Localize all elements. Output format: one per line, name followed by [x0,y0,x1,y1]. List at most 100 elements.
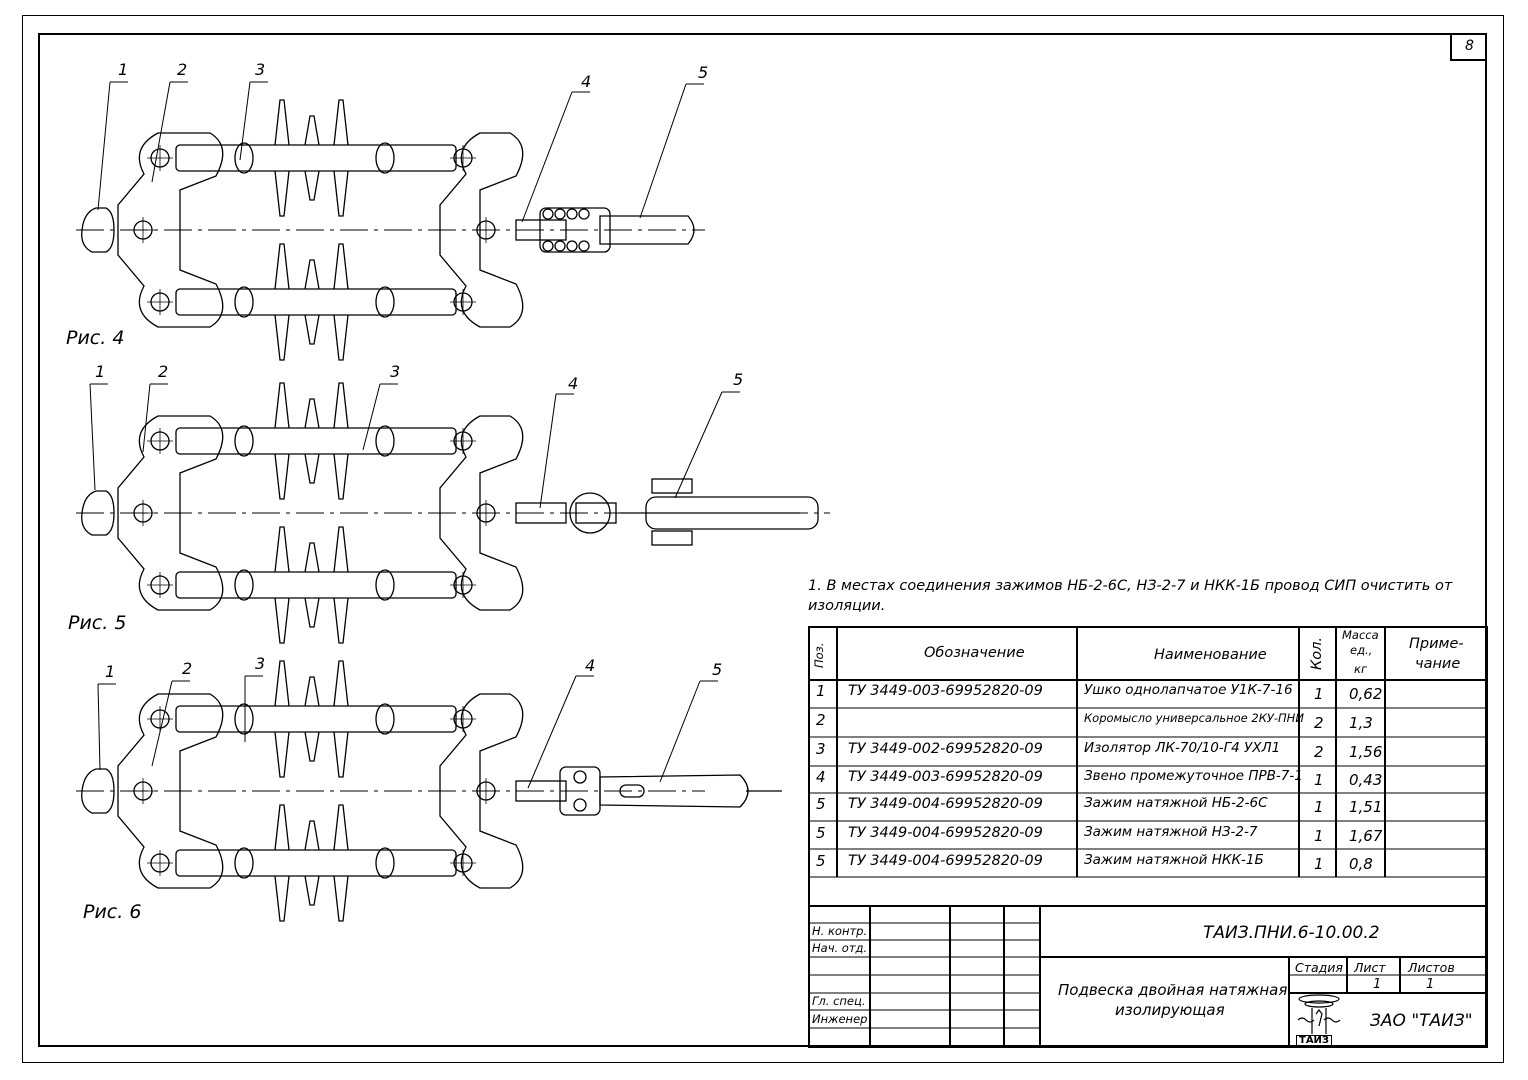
fig6-eye-fitting [81,768,115,814]
fig4-top-insulator-end-fitting [234,142,254,174]
spec-row-2-qty: 2 [1314,714,1324,732]
fig6-clamp-slot [619,784,645,798]
header-name: Наименование [1154,647,1267,663]
role-n-kontr: Н. контр. [812,924,868,938]
drawing-frame [38,33,1487,1047]
fig4-top-insulator-shed [274,99,290,217]
fig5-1-leader [89,383,96,491]
header-mass-3: кг [1354,662,1367,676]
header-designation: Обозначение [924,645,1025,661]
stage-label: Стадия [1295,960,1343,975]
fig6-clamp-bolt [573,770,587,784]
spec-row-4-mass: 0,43 [1349,771,1383,789]
fig6-label-4: 4 [585,656,596,675]
fig6-4-leader [527,675,577,789]
fig5-top-insulator-end-fitting [234,425,254,457]
figure-caption-4: Рис. 4 [66,327,125,349]
spec-row-6-qty: 1 [1314,827,1324,845]
spec-row-3-pos: 3 [816,740,826,758]
fig5-label-2: 2 [158,362,169,381]
fig4-bottom-insulator-shed [333,243,349,361]
title-line-2: изолирующая [1115,1001,1225,1019]
spec-row-1-pos: 1 [816,682,826,700]
fig5-eye-fitting [81,490,115,536]
spec-row-1-qty: 1 [1314,685,1324,703]
fig4-eye-fitting [81,207,115,253]
role-inzhener: Инженер [812,1012,868,1026]
header-mass-1: Масса [1342,628,1379,642]
fig4-3-leader [239,81,251,161]
fig6-bottom-insulator-shed [304,820,320,906]
fig4-clamp-body [539,207,611,253]
sheet-number: 8 [1450,33,1487,61]
fig6-5-leader [659,680,701,783]
spec-row-7-pos: 5 [816,852,826,870]
fig5-4-leader [539,393,557,509]
fig4-intermediate-link [515,219,567,241]
sheets-value: 1 [1426,977,1435,992]
fig6-clamp-body [599,774,749,808]
fig5-clamp-shackle [569,492,611,534]
sheets-label: Листов [1408,960,1455,975]
fig5-top-insulator-shed [274,382,290,500]
figure-caption-5: Рис. 5 [68,612,127,634]
fig4-2-leader [151,81,171,183]
fig4-clamp-tongue [599,215,695,245]
fig6-bottom-insulator-shed [274,804,290,922]
fig4-clamp-bolt [578,208,590,220]
taiz-logo-mark [1297,994,1341,1034]
fig5-2-leader [142,383,151,453]
fig4-clamp-bolt [578,240,590,252]
spec-row-5-name: Зажим натяжной НБ-2-6С [1084,795,1268,811]
spec-row-6-designation: ТУ 3449-004-69952820-09 [848,825,1043,841]
fig5-bottom-insulator-shed [274,526,290,644]
fig4-clamp-bolt [542,208,554,220]
role-nach-otd: Нач. отд. [812,941,868,955]
fig4-4-leader [521,91,573,223]
fig6-bottom-insulator-shed [333,804,349,922]
fig4-clamp-bolt [554,240,566,252]
fig5-yoke-plate [117,415,224,611]
fig4-top-insulator-shed [304,115,320,201]
fig4-clamp-bolt [566,208,578,220]
fig6-clamp-bolt [573,798,587,812]
fig5-label-1: 1 [95,362,106,381]
note-line-2: изоляции. [808,598,886,614]
logo-text: ТАИЗ [1296,1035,1333,1047]
fig4-yoke-plate [117,132,224,328]
header-qty: Кол. [1309,636,1325,670]
fig4-bottom-insulator-end-fitting [234,286,254,318]
spec-row-2-pos: 2 [816,711,826,729]
spec-row-4-pos: 4 [816,768,826,786]
fig4-bottom-insulator-shed [274,243,290,361]
fig4-label-4: 4 [581,72,592,91]
fig4-bottom-insulator-shed [304,259,320,345]
spec-row-5-pos: 5 [816,795,826,813]
fig5-top-insulator-shed [333,382,349,500]
fig4-top-insulator-end-fitting [375,142,395,174]
fig6-label-3: 3 [255,654,266,673]
fig5-bottom-insulator-shed [304,542,320,628]
note-line-1: 1. В местах соединения зажимов НБ-2-6С, … [808,578,1453,594]
fig4-top-insulator-shed [333,99,349,217]
spec-row-2-mass: 1,3 [1349,714,1373,732]
spec-row-1-name: Ушко однолапчатое У1К-7-16 [1084,682,1293,698]
fig5-top-insulator-shed [304,398,320,484]
fig6-yoke-plate [117,693,224,889]
doc-code: ТАИЗ.ПНИ.6-10.00.2 [1203,923,1380,943]
fig6-label-1: 1 [105,662,116,681]
spec-row-3-designation: ТУ 3449-002-69952820-09 [848,741,1043,757]
fig5-label-4: 4 [568,374,579,393]
fig6-label-5: 5 [712,660,723,679]
fig5-bottom-insulator-end-fitting [375,569,395,601]
spec-row-6-mass: 1,67 [1349,827,1383,845]
figure-caption-6: Рис. 6 [83,901,142,923]
header-note-1: Приме- [1409,636,1464,652]
fig4-label-2: 2 [177,60,188,79]
header-pos: Поз. [812,642,826,668]
outer-frame [22,15,1504,1063]
spec-row-3-name: Изолятор ЛК-70/10-Г4 УХЛ1 [1084,740,1281,756]
spec-row-6-pos: 5 [816,824,826,842]
